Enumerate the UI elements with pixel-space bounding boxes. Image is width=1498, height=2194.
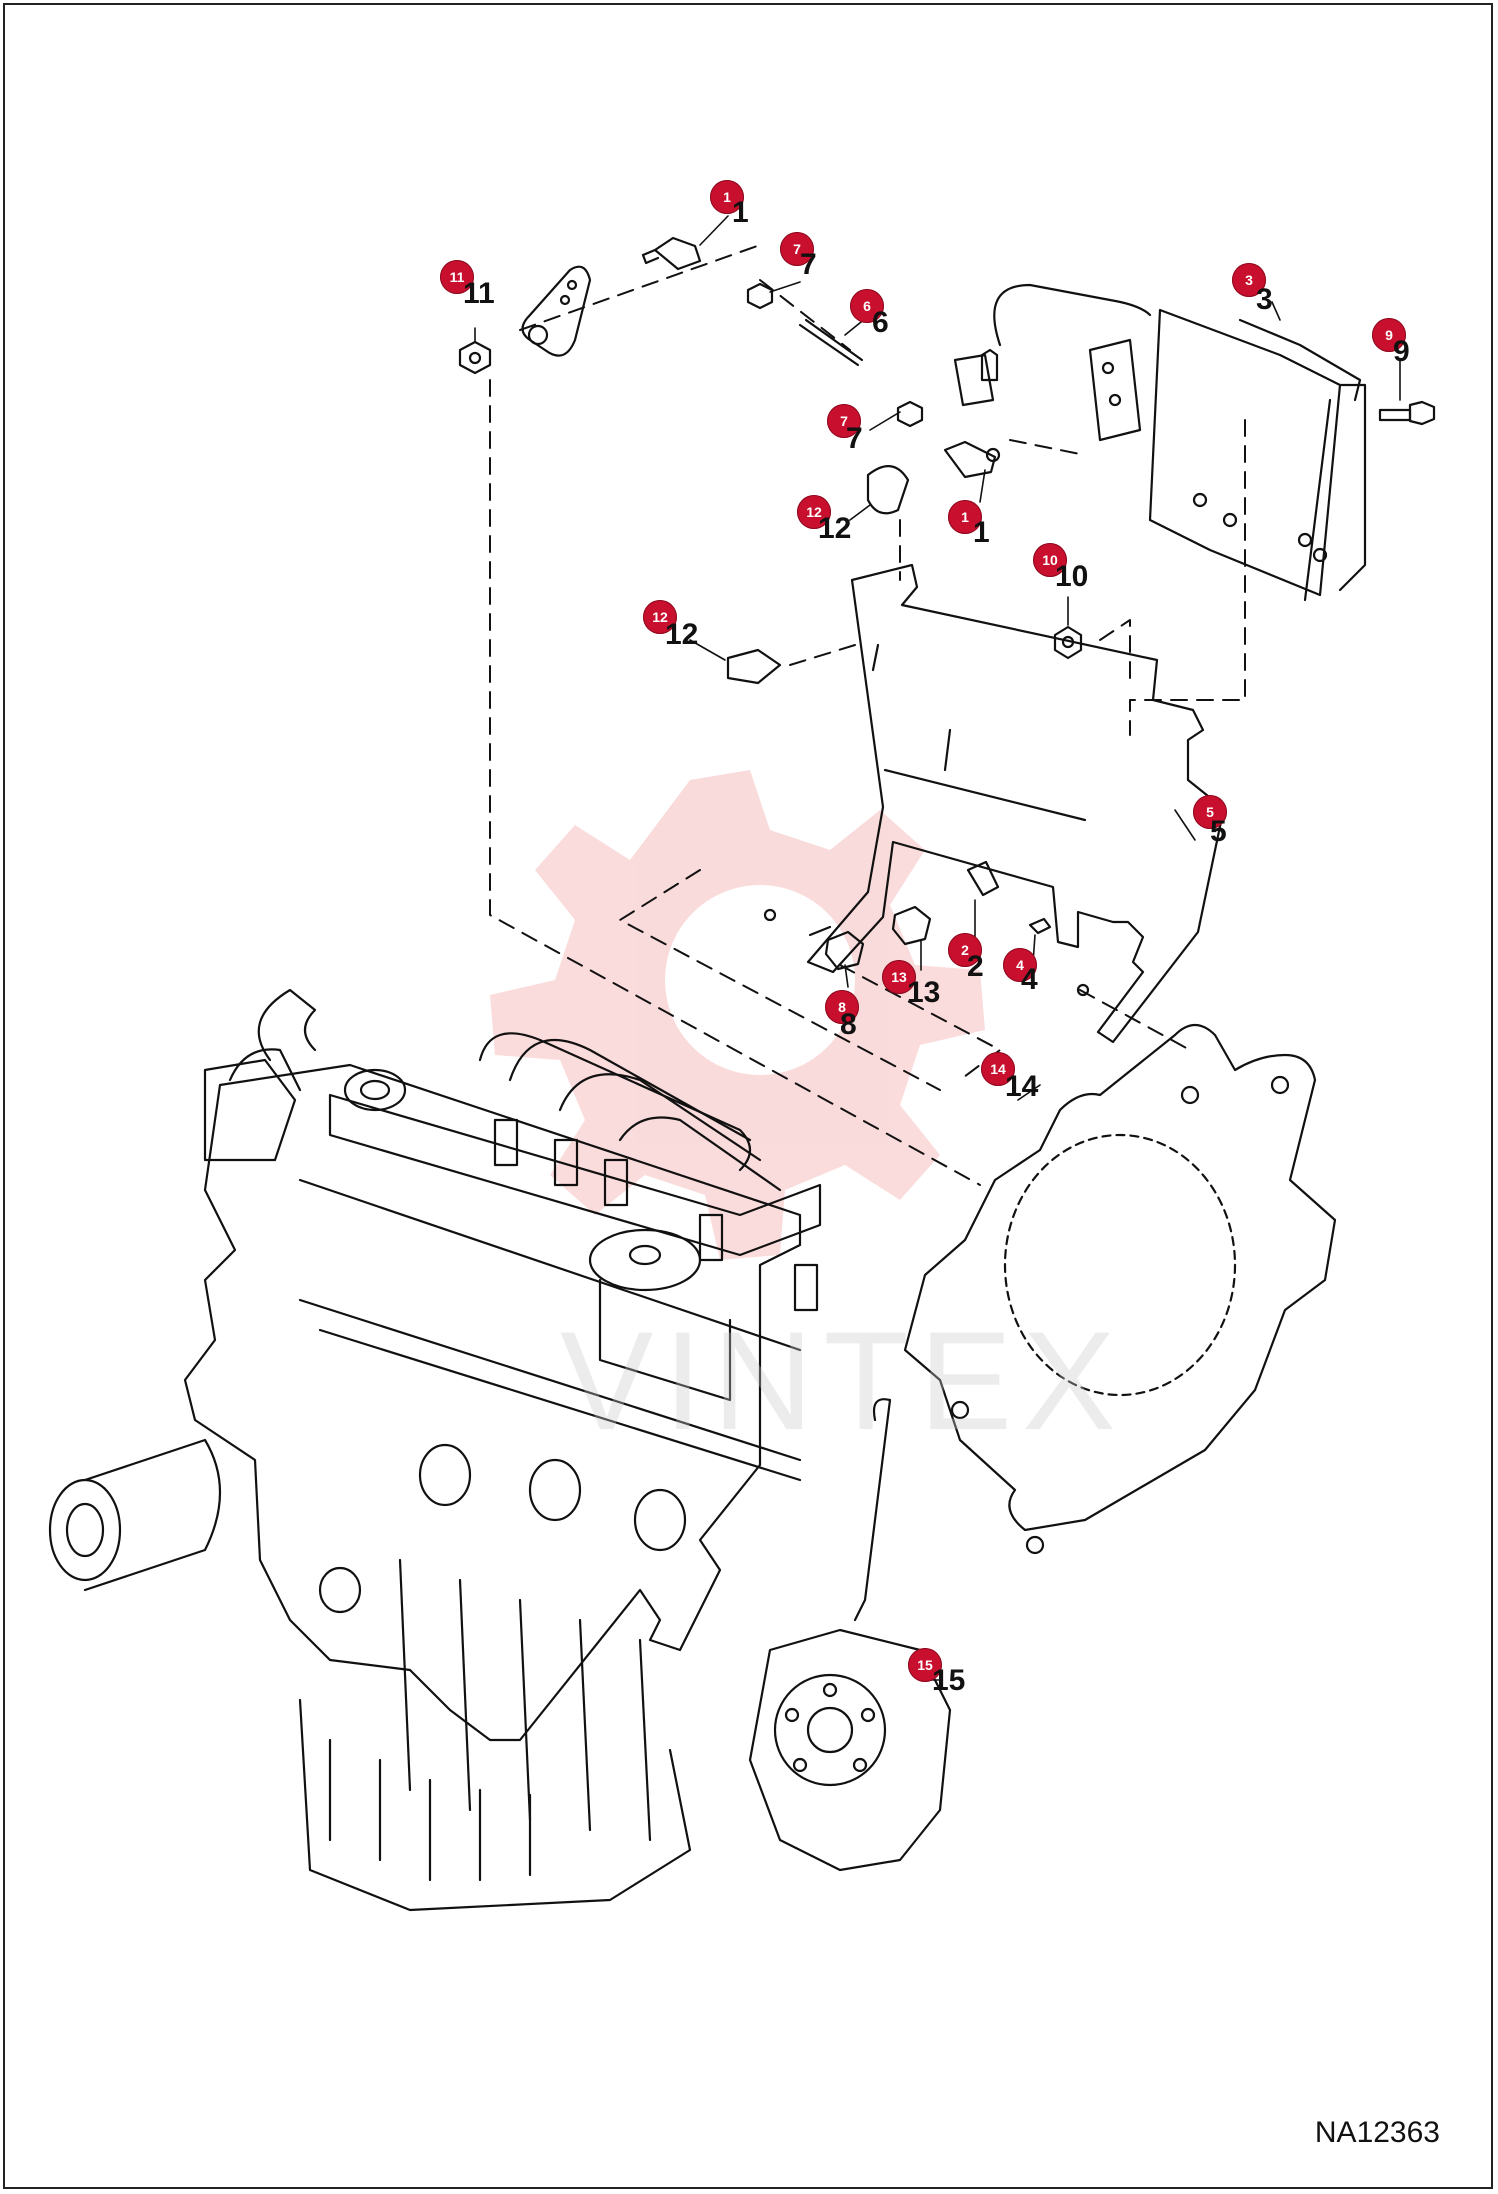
callout-label-12b: 12 (665, 618, 699, 651)
watermark-text: VINTEX (560, 1302, 1126, 1459)
callout-badge-6[interactable]: 6 (850, 289, 884, 323)
callout-badge-8[interactable]: 8 (825, 990, 859, 1024)
assembly-line (489, 379, 981, 1186)
part-11-nut (458, 340, 492, 375)
part-8-bolt (808, 925, 865, 971)
part-6-rod (798, 318, 864, 367)
callout-badge-4[interactable]: 4 (1003, 948, 1037, 982)
callout-badge-9[interactable]: 9 (1372, 318, 1406, 352)
part-7-nut-top (746, 282, 774, 310)
assembly-line (759, 279, 851, 351)
assembly-line (1129, 419, 1246, 736)
part-13-bolt (891, 905, 932, 946)
assembly-line (1099, 619, 1131, 681)
callout-label-13: 13 (907, 976, 941, 1009)
callout-label-9: 9 (1393, 335, 1410, 368)
assembly-line (1079, 989, 1191, 1051)
engine-block (48, 988, 892, 1912)
callout-badge-11[interactable]: 11 (440, 260, 474, 294)
callout-label-11: 11 (463, 277, 495, 310)
watermark-gear-icon (490, 770, 985, 1260)
part-1-ball-joint-lower (943, 440, 1001, 479)
part-12-clip-left (726, 648, 782, 685)
callout-badge-10[interactable]: 10 (1033, 543, 1067, 577)
callout-badge-2[interactable]: 2 (948, 933, 982, 967)
callout-label-7a: 7 (800, 248, 817, 281)
callout-label-6: 6 (872, 306, 889, 339)
assembly-line (1009, 439, 1086, 456)
diagram-id: NA12363 (1314, 2116, 1440, 2149)
part-linkage-arm (521, 265, 592, 357)
part-1-ball-joint-top (641, 236, 702, 271)
part-15-crank-gear (748, 1628, 952, 1872)
callout-label-10: 10 (1055, 560, 1089, 593)
callout-label-12a: 12 (818, 512, 852, 545)
part-5-bracket (763, 563, 1225, 1044)
callout-label-1b: 1 (973, 516, 990, 549)
assembly-line (519, 244, 761, 331)
callout-badge-14[interactable]: 14 (981, 1052, 1015, 1086)
callout-label-1a: 1 (732, 196, 749, 229)
part-3-controller (953, 283, 1367, 602)
callout-badge-5[interactable]: 5 (1193, 795, 1227, 829)
callout-label-3: 3 (1256, 283, 1273, 316)
assembly-line (619, 869, 941, 1091)
callout-label-14: 14 (1005, 1070, 1039, 1103)
callout-badge-15[interactable]: 15 (908, 1648, 942, 1682)
callout-label-15: 15 (932, 1664, 966, 1697)
assembly-line (789, 644, 856, 666)
oil-filter (48, 1438, 221, 1592)
callout-label-7b: 7 (846, 422, 863, 455)
callout-badge-7b[interactable]: 7 (827, 404, 861, 438)
callout-badge-12a[interactable]: 12 (797, 495, 831, 529)
callout-label-4: 4 (1021, 963, 1038, 996)
part-9-bolt (1378, 400, 1436, 426)
callout-badge-3[interactable]: 3 (1232, 263, 1266, 297)
part-4-screw (1028, 917, 1052, 935)
diagram-frame (3, 3, 1493, 2189)
part-14-plate (903, 1023, 1337, 1555)
part-7-nut-lower (896, 400, 924, 428)
callout-label-2: 2 (967, 950, 984, 983)
callout-badge-13[interactable]: 13 (882, 960, 916, 994)
callout-label-8: 8 (840, 1008, 857, 1041)
callout-badge-7a[interactable]: 7 (780, 232, 814, 266)
callout-badge-12b[interactable]: 12 (643, 600, 677, 634)
part-2-clip (966, 860, 1000, 897)
callout-badge-1a[interactable]: 1 (710, 180, 744, 214)
callout-label-5: 5 (1210, 815, 1227, 848)
callout-badge-1b[interactable]: 1 (948, 500, 982, 534)
part-12-clip-top (866, 465, 910, 515)
